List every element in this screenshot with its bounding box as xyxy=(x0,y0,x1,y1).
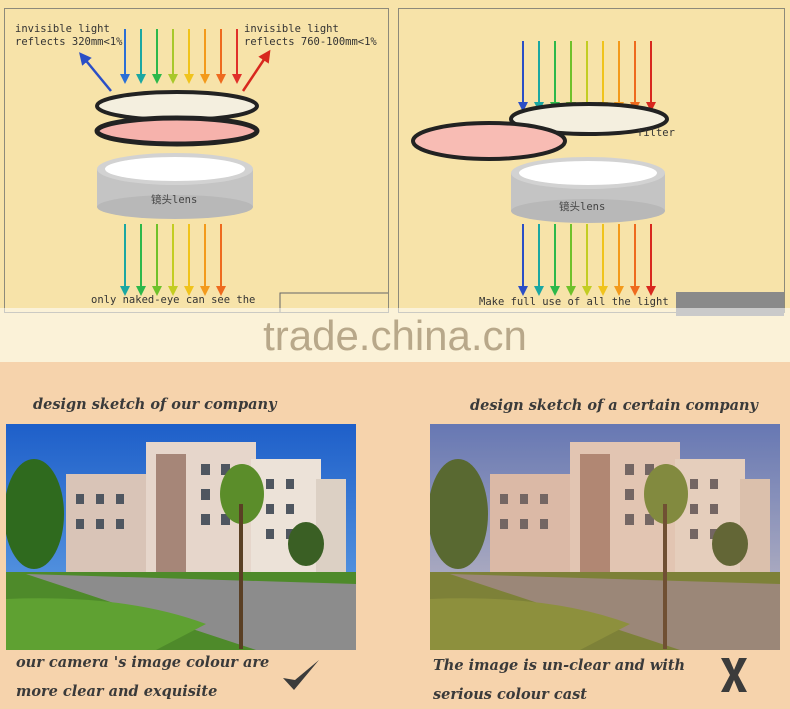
right-filter-label: filter xyxy=(637,127,675,139)
right-top-filter xyxy=(509,102,669,136)
left-diagram-panel: invisible light reflects 320mm<1% invisi… xyxy=(4,8,389,313)
right-outgoing-light-arrows xyxy=(518,224,656,296)
pink-filter xyxy=(94,115,260,147)
right-caption-line1: The image is un-clear and with xyxy=(433,657,686,674)
watermark-band xyxy=(0,308,790,362)
right-diagram-panel: filter 镜头lens Make full use of all the l… xyxy=(398,8,785,313)
right-diagram-svg xyxy=(411,41,669,296)
clear-photo-svg xyxy=(6,424,356,650)
left-diagram-svg xyxy=(79,29,388,312)
removed-pink-filter xyxy=(411,121,567,161)
right-caption: Make full use of all the light xyxy=(479,296,669,308)
left-corner-box xyxy=(279,292,388,312)
left-lens-label: 镜头lens xyxy=(151,194,198,206)
left-section-title: design sketch of our company xyxy=(33,396,277,413)
right-lens xyxy=(511,157,665,223)
lens xyxy=(97,153,253,219)
reflected-uv-arrow xyxy=(79,52,112,92)
outgoing-light-arrows xyxy=(120,224,226,296)
color-cast-photo-svg xyxy=(430,424,780,650)
color-cast-photo xyxy=(430,424,780,650)
uv-reflect-label: invisible light reflects 320mm<1% xyxy=(15,23,123,48)
left-caption-line1: our camera 's image colour are xyxy=(16,654,270,671)
right-incoming-light-arrows xyxy=(518,41,656,112)
watermark: trade.china.cn xyxy=(263,312,527,359)
ir-reflect-label: invisible light reflects 760-100mm<1% xyxy=(244,23,377,48)
incoming-light-arrows xyxy=(120,29,242,84)
right-caption-line2: serious colour cast xyxy=(433,686,587,703)
right-section-title: design sketch of a certain company xyxy=(470,397,758,414)
checkmark-icon xyxy=(283,660,319,690)
cross-icon xyxy=(721,658,747,692)
reflected-ir-arrow xyxy=(241,49,271,92)
right-lens-label: 镜头lens xyxy=(559,201,606,213)
clear-photo xyxy=(6,424,356,650)
left-caption: only naked-eye can see the xyxy=(91,294,256,306)
left-caption-line2: more clear and exquisite xyxy=(16,683,218,700)
